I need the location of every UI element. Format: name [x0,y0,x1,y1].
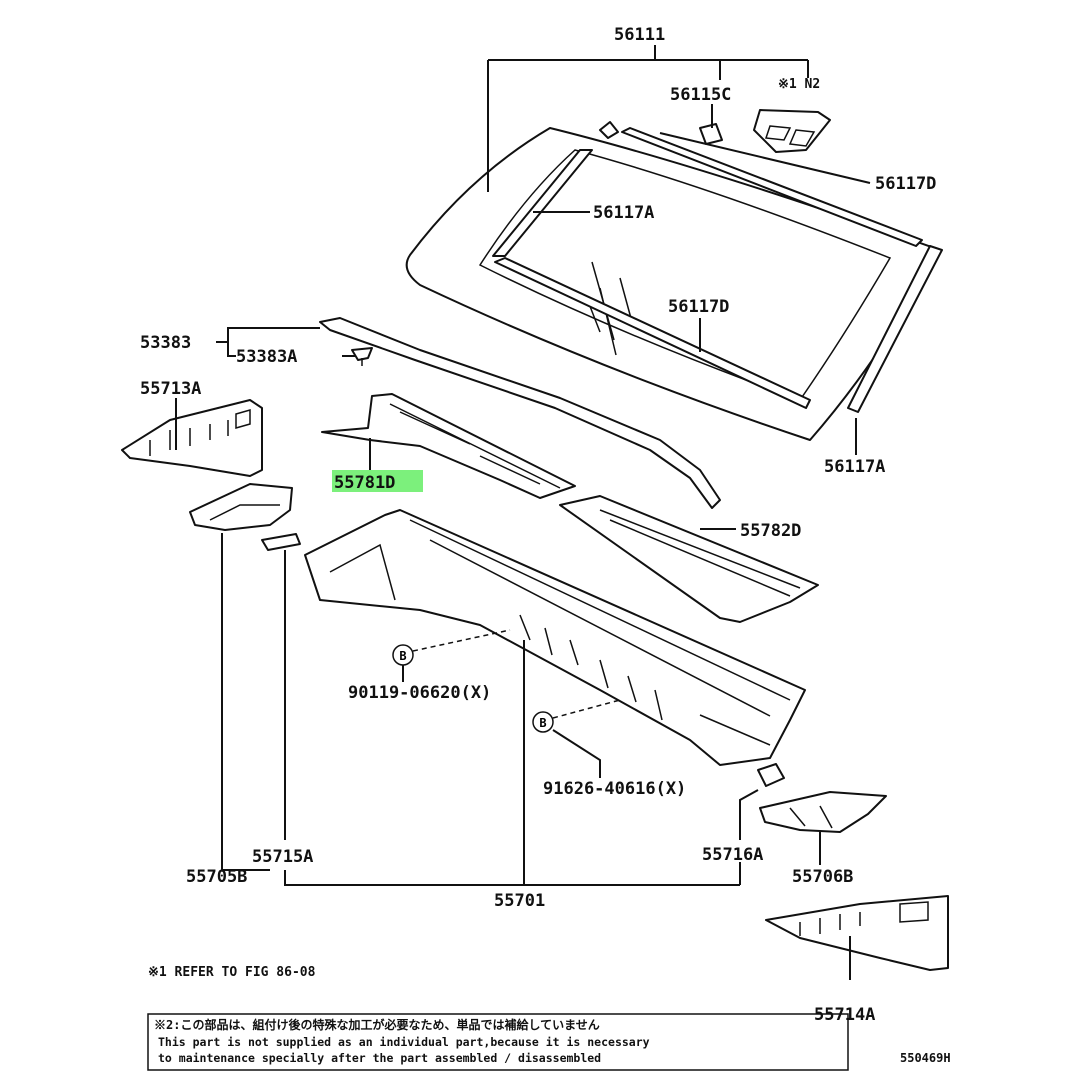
supply-note-box: ※2:この部品は、組付け後の特殊な加工が必要なため、単品では補給していません T… [147,1013,849,1071]
louver-55782D [559,495,819,623]
label-91626: 91626-40616(X) [543,779,686,799]
bracket-55716A [757,763,785,787]
label-55705B: 55705B [186,867,247,887]
part-labels: 56111 56115C ※1 N2 56117D 56117A 56117D … [140,25,936,1025]
bracket-55706B [759,791,887,833]
moulding-56117D-top [599,121,923,247]
label-56111: 56111 [614,25,665,45]
label-53383: 53383 [140,333,191,353]
weatherstrip-53383 [319,317,721,509]
label-53383A: 53383A [236,347,297,367]
louver-55781D [321,393,576,499]
label-55713A: 55713A [140,379,201,399]
label-n2: ※1 N2 [778,77,820,92]
moulding-56117A-right [847,245,943,413]
highlight-55781D [332,470,423,492]
moulding-56117D-lower [494,257,811,409]
label-55706B: 55706B [792,867,853,887]
clip-56115C [699,123,723,145]
label-56117A-right: 56117A [824,457,885,477]
label-55716A: 55716A [702,845,763,865]
svg-text:B: B [539,716,546,730]
refer-note: ※1 REFER TO FIG 86-08 [148,965,316,980]
label-55714A: 55714A [814,1005,875,1025]
bracket-55705B [189,483,293,531]
label-55782D: 55782D [740,521,801,541]
label-56117A-mid: 56117A [593,203,654,223]
moulding-56117A-left [492,149,593,257]
label-56117D-top: 56117D [875,174,936,194]
cowl-panel-55701 [304,509,806,766]
label-90119: 90119-06620(X) [348,683,491,703]
label-56117D-mid: 56117D [668,297,729,317]
svg-text:B: B [399,649,406,663]
label-55781D[interactable]: 55781D [334,473,395,493]
note-en-1: This part is not supplied as an individu… [158,1035,650,1049]
bracket-55713A [121,399,263,477]
figure-code: 550469H [900,1051,951,1065]
leader-lines [175,45,871,980]
note-jp: ※2:この部品は、組付け後の特殊な加工が必要なため、単品では補給していません [154,1017,600,1032]
label-56115C: 56115C [670,85,731,105]
label-55701: 55701 [494,891,545,911]
label-55715A: 55715A [252,847,313,867]
bolt-symbol-2: B [532,711,554,733]
note-en-2: to maintenance specially after the part … [158,1051,601,1065]
bracket-55715A [261,533,301,551]
bolt-symbol-1: B [392,644,414,666]
bracket-N2 [753,109,831,153]
bracket-55714A [765,895,949,971]
